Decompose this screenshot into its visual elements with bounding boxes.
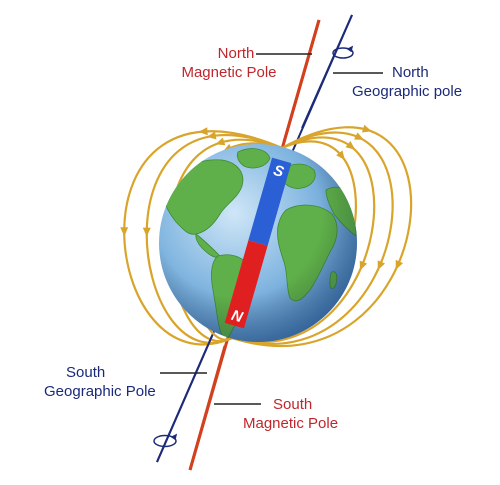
field-arrow-icon bbox=[354, 132, 364, 140]
field-arrow-icon bbox=[198, 127, 208, 136]
field-arrow-icon bbox=[359, 260, 368, 271]
field-arrow-icon bbox=[215, 137, 226, 146]
label-south-magnetic-pole: South Magnetic Pole bbox=[243, 395, 338, 433]
rotation-arrow-icon bbox=[332, 45, 354, 59]
field-line-right-1 bbox=[231, 126, 413, 347]
label-south-magnetic-line1: South bbox=[273, 396, 313, 413]
rotation-arrow-icon bbox=[153, 433, 178, 448]
field-arrow-icon bbox=[361, 124, 372, 133]
magnetic-axis-bottom bbox=[188, 345, 227, 471]
field-arrow-icon bbox=[120, 227, 129, 237]
field-arrow-icon bbox=[142, 227, 151, 237]
bar-magnet: S N bbox=[224, 157, 292, 329]
label-north-geographic-line2: Geographic pole bbox=[352, 83, 463, 100]
field-line-right-2 bbox=[231, 131, 394, 346]
magnetic-axis-top bbox=[282, 19, 321, 143]
label-north-geographic-line1: North bbox=[392, 64, 429, 81]
label-north-magnetic-line1: North bbox=[217, 45, 255, 62]
geographic-axis-bottom bbox=[156, 335, 213, 463]
label-north-geographic-pole: North Geographic pole bbox=[352, 63, 462, 101]
label-south-magnetic-line2: Magnetic Pole bbox=[243, 415, 339, 432]
field-arrow-icon bbox=[345, 140, 356, 150]
magnet-top-letter: S bbox=[271, 162, 285, 181]
label-north-magnetic-pole: North Magnetic Pole bbox=[176, 44, 296, 82]
label-south-geographic-line1: South bbox=[66, 364, 106, 381]
field-line-right-3 bbox=[231, 136, 376, 344]
field-arrow-icon bbox=[336, 150, 345, 160]
label-south-geographic-line2: Geographic Pole bbox=[44, 383, 156, 400]
field-arrow-icon bbox=[395, 259, 404, 270]
label-south-geographic-pole: South Geographic Pole bbox=[44, 363, 156, 401]
magnet-north-half bbox=[224, 240, 268, 329]
magnet-south-half bbox=[248, 157, 292, 246]
label-north-magnetic-line2: Magnetic Pole bbox=[181, 64, 277, 81]
field-arrow-icon bbox=[206, 131, 217, 140]
geographic-axis-top bbox=[301, 14, 353, 129]
field-arrow-icon bbox=[377, 260, 386, 271]
